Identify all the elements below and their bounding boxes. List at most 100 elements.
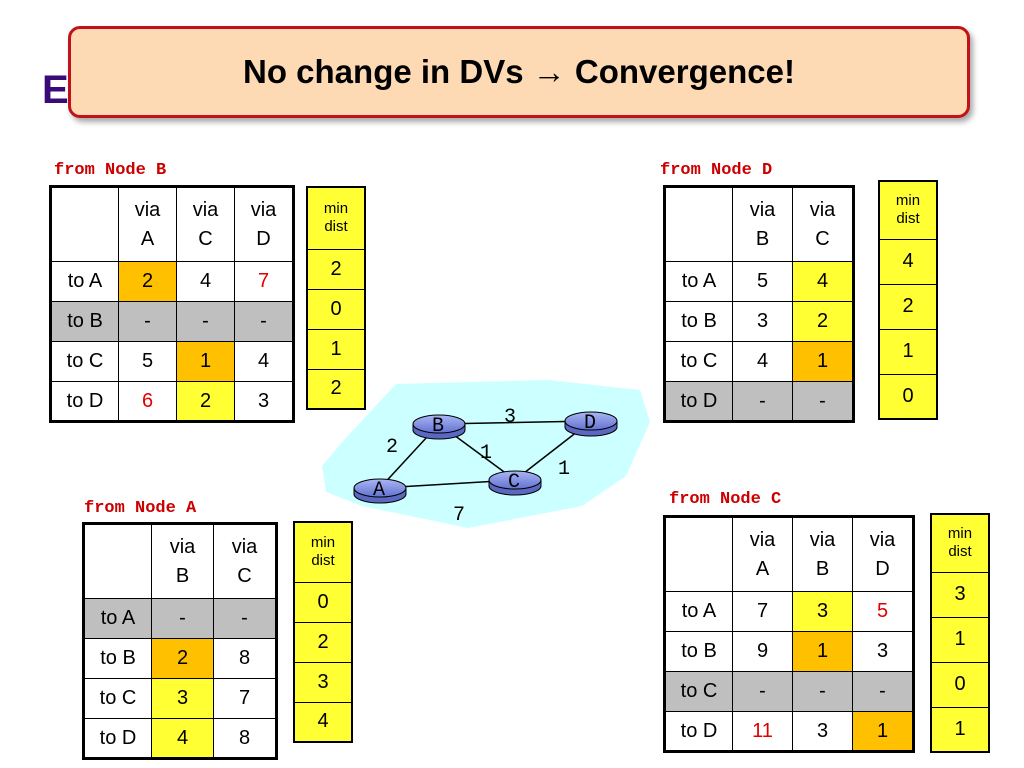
min-dist-value: 3 <box>930 571 990 618</box>
table-cell: 4 <box>792 261 854 302</box>
table-corner-cell <box>83 523 152 599</box>
col-header: via A <box>732 516 793 592</box>
node-d-dv-table: via B via C to A 5 4 to B 3 2 to C 4 1 t… <box>663 185 855 423</box>
min-dist-value: 4 <box>293 701 353 743</box>
table-cell: 7 <box>213 678 277 719</box>
min-dist-value: 1 <box>930 706 990 753</box>
table-corner-cell <box>664 516 733 592</box>
table-cell: 4 <box>151 718 214 759</box>
table-cell: 11 <box>732 711 793 752</box>
banner-text: No change in DVs → Convergence! <box>243 53 795 90</box>
table-cell: - <box>852 671 914 712</box>
min-dist-value: 1 <box>930 616 990 663</box>
table-cell: 1 <box>792 631 853 672</box>
table-header-row: via A via C via D <box>50 186 294 262</box>
link-cost-bc: 1 <box>480 442 492 465</box>
min-dist-value: 2 <box>306 368 366 410</box>
table-row: to D 11 3 1 <box>664 711 914 752</box>
node-d-min-dist: min dist 4 2 1 0 <box>878 180 938 420</box>
table-cell: 4 <box>176 261 235 302</box>
router-d-icon: D <box>564 411 618 437</box>
row-label: to B <box>664 631 733 672</box>
table-corner-cell <box>664 186 733 262</box>
table-row: to B - - - <box>50 301 294 342</box>
table-row: to C - - - <box>664 671 914 712</box>
min-dist-header: min dist <box>878 180 938 240</box>
node-a-dv-table: via B via C to A - - to B 2 8 to C 3 7 t… <box>82 522 278 760</box>
link-cost-ab: 2 <box>386 436 398 459</box>
table-cell: 3 <box>732 301 793 342</box>
table-cell: 4 <box>732 341 793 382</box>
table-cell: 2 <box>176 381 235 422</box>
node-b-caption: from Node B <box>54 161 167 180</box>
row-label: to A <box>50 261 119 302</box>
row-label: to C <box>50 341 119 382</box>
row-label: to D <box>664 711 733 752</box>
table-cell: 5 <box>732 261 793 302</box>
table-cell: - <box>732 381 793 422</box>
table-header-row: via A via B via D <box>664 516 914 592</box>
router-b-label: B <box>432 415 444 438</box>
table-cell: 2 <box>792 301 854 342</box>
row-label: to A <box>664 261 733 302</box>
table-row: to D 6 2 3 <box>50 381 294 422</box>
node-a-caption: from Node A <box>84 499 197 518</box>
link-cost-bd: 3 <box>504 406 516 429</box>
table-header-row: via B via C <box>83 523 277 599</box>
row-label: to D <box>50 381 119 422</box>
table-cell: 7 <box>732 591 793 632</box>
router-c-icon: C <box>488 470 542 496</box>
table-cell: 5 <box>852 591 914 632</box>
table-row: to C 5 1 4 <box>50 341 294 382</box>
table-row: to B 3 2 <box>664 301 854 342</box>
slide-title-fragment: E <box>42 68 69 112</box>
table-cell: - <box>151 598 214 639</box>
col-header: via B <box>151 523 214 599</box>
table-row: to D - - <box>664 381 854 422</box>
table-cell: - <box>118 301 177 342</box>
table-cell: - <box>792 671 853 712</box>
table-cell: 3 <box>151 678 214 719</box>
router-a-label: A <box>373 479 385 502</box>
min-dist-header: min dist <box>930 513 990 573</box>
table-cell: - <box>176 301 235 342</box>
table-row: to A - - <box>83 598 277 639</box>
table-cell: 3 <box>792 591 853 632</box>
table-row: to C 4 1 <box>664 341 854 382</box>
table-cell: - <box>732 671 793 712</box>
node-c-dv-table: via A via B via D to A 7 3 5 to B 9 1 3 … <box>663 515 915 753</box>
min-dist-value: 2 <box>306 248 366 290</box>
table-row: to C 3 7 <box>83 678 277 719</box>
table-row: to B 9 1 3 <box>664 631 914 672</box>
row-label: to B <box>83 638 152 679</box>
node-a-min-dist: min dist 0 2 3 4 <box>293 521 353 743</box>
table-corner-cell <box>50 186 119 262</box>
link-cost-cd: 1 <box>558 458 570 481</box>
table-cell: - <box>792 381 854 422</box>
col-header: via D <box>852 516 914 592</box>
table-cell: 3 <box>852 631 914 672</box>
node-c-caption: from Node C <box>669 490 782 509</box>
table-cell: 7 <box>234 261 294 302</box>
table-cell: 9 <box>732 631 793 672</box>
table-header-row: via B via C <box>664 186 854 262</box>
table-cell: 2 <box>118 261 177 302</box>
node-d-caption: from Node D <box>660 161 773 180</box>
router-d-label: D <box>584 412 596 435</box>
row-label: to B <box>664 301 733 342</box>
row-label: to D <box>664 381 733 422</box>
table-cell: 2 <box>151 638 214 679</box>
router-b-icon: B <box>412 414 466 440</box>
router-c-label: C <box>508 471 520 494</box>
row-label: to C <box>664 671 733 712</box>
table-cell: 1 <box>176 341 235 382</box>
table-cell: - <box>213 598 277 639</box>
min-dist-value: 3 <box>293 661 353 703</box>
table-row: to B 2 8 <box>83 638 277 679</box>
node-b-min-dist: min dist 2 0 1 2 <box>306 186 366 410</box>
row-label: to B <box>50 301 119 342</box>
row-label: to C <box>83 678 152 719</box>
table-cell: 5 <box>118 341 177 382</box>
table-cell: 8 <box>213 718 277 759</box>
table-row: to A 2 4 7 <box>50 261 294 302</box>
